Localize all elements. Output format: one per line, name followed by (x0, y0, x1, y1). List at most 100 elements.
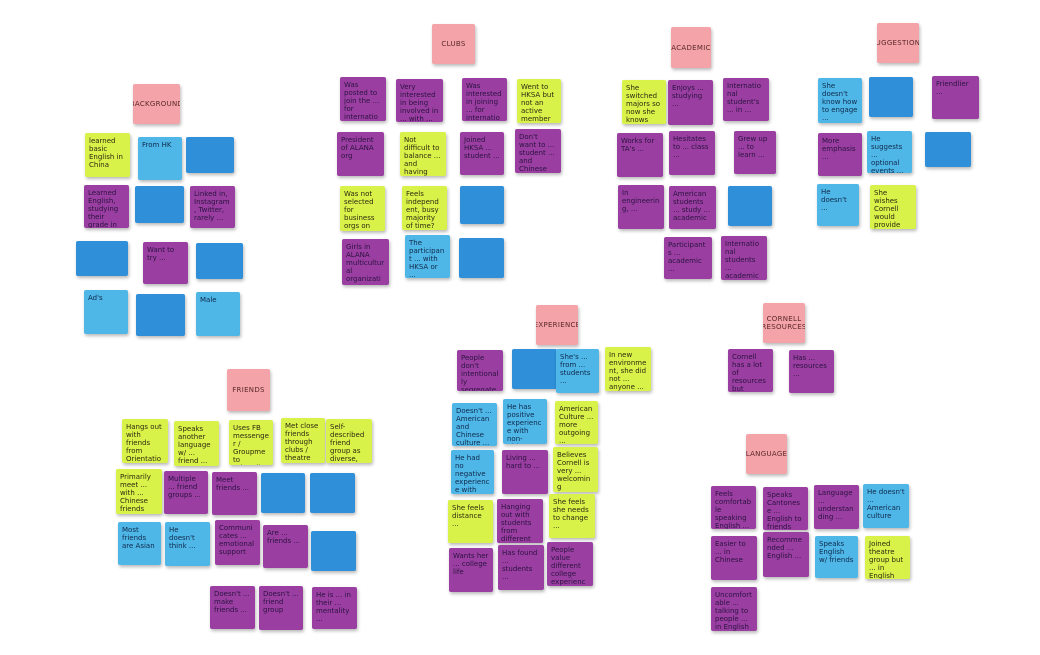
note-text: Doesn't ... American and Chinese culture… (456, 407, 492, 446)
sticky-note: Was posted to join the ... for internati… (340, 77, 386, 121)
sticky-note: Enjoys ... studying ... (668, 80, 713, 125)
sticky-note: He is ... in their ... mentality ... (312, 587, 357, 629)
sticky-note: Speaks Cantonese ... English to friends (763, 487, 808, 530)
sticky-note: Participants ... academic ... (664, 237, 712, 279)
sticky-note: Grew up ... to learn ... (734, 131, 776, 174)
sticky-note (196, 243, 243, 279)
note-text: Went to HKSA but not an active member (521, 83, 555, 123)
note-text: He doesn't ... (821, 188, 847, 212)
note-text: Hesitates to ... class ... (673, 135, 709, 159)
header-cornell-resources: CORNELL RESOURCES (763, 303, 805, 343)
header-label: LANGUAGE (746, 450, 787, 458)
note-text: Feels comfortable speaking English ... (715, 490, 752, 529)
note-text: Joined HKSA ... student ... (464, 136, 500, 160)
note-text: Joined theatre group but ... in English (869, 540, 904, 579)
sticky-note: Want to try ... (143, 242, 188, 284)
note-text: Speaks another language w/ ... friend ..… (178, 425, 211, 466)
note-text: People value different college experienc… (551, 546, 586, 586)
sticky-note: Very interested in being involved in ...… (396, 79, 443, 122)
note-text: American students ... study ... academic (673, 190, 711, 222)
sticky-note (76, 241, 128, 276)
note-text: He is ... in their ... mentality ... (316, 591, 351, 623)
note-text: In new environment, she did not ... anyo… (609, 351, 647, 391)
note-text: She feels distance ... (452, 504, 485, 528)
header-label: ACADEMIC (671, 43, 711, 52)
sticky-note: He had no negative experience with non-C… (451, 450, 494, 494)
note-text: Multiple ... friend groups ... (168, 475, 201, 499)
sticky-note (135, 186, 184, 223)
sticky-note (728, 186, 772, 226)
sticky-note: Don't want to ... student ... and Chines… (515, 129, 561, 173)
sticky-note: Language ... understanding ... (814, 485, 859, 529)
note-text: Don't want to ... student ... and Chines… (519, 133, 555, 173)
sticky-note (310, 473, 355, 513)
note-text: Most friends are Asian (122, 526, 155, 550)
header-background: BACKGROUND (133, 84, 180, 124)
sticky-note: She doesn't know how to engage ... (818, 78, 862, 123)
note-text: Cornell has a lot of resources but peopl… (732, 353, 766, 392)
sticky-note: American Culture ... more outgoing ... (555, 401, 598, 444)
sticky-note: Joined HKSA ... student ... (460, 132, 504, 175)
note-text: Doesn't ... friend group (263, 590, 299, 614)
sticky-note: She switched majors so now she knows les… (622, 80, 666, 124)
note-text: Uses FB messenger / Groupme to primarily… (233, 424, 269, 465)
note-text: Friendlier ... (936, 80, 969, 96)
sticky-note: People don't intentionally segregate (457, 350, 503, 391)
note-text: The participant ... with HKSA or ... (409, 239, 445, 278)
sticky-note: Met close friends through clubs / theatr… (281, 418, 325, 463)
header-academic: ACADEMIC (671, 27, 711, 68)
sticky-note: Are ... friends ... (263, 525, 308, 568)
sticky-note (869, 77, 913, 117)
header-label: FRIENDS (232, 386, 265, 394)
note-text: Was not selected for business orgs on ca… (344, 190, 375, 231)
note-text: He had no negative experience with non-C… (455, 454, 490, 494)
note-text: Not difficult to balance ... and having … (404, 136, 441, 176)
note-text: Male (200, 296, 217, 304)
header-label: BACKGROUND (133, 100, 180, 108)
sticky-note: Meet friends ... (212, 472, 257, 515)
sticky-note: Has found ... students ... (498, 545, 544, 590)
sticky-note: Not difficult to balance ... and having … (400, 132, 446, 176)
note-text: Girls in ALANA multicultural organizatio… (346, 243, 385, 285)
sticky-note: Most friends are Asian (118, 522, 161, 565)
sticky-note: Was not selected for business orgs on ca… (340, 186, 385, 231)
note-text: Speaks English w/ friends (819, 540, 854, 564)
note-text: American Culture ... more outgoing ... (559, 405, 594, 444)
sticky-note: Joined theatre group but ... in English (865, 536, 910, 579)
sticky-note (261, 473, 305, 513)
note-text: He doesn't think ... (169, 526, 196, 550)
sticky-note: Was interested in joining ... for intern… (462, 78, 507, 121)
note-text: He doesn't ... American culture (867, 488, 905, 520)
header-label: SUGGESTIONS (877, 39, 919, 47)
sticky-note: Multiple ... friend groups ... (164, 471, 208, 514)
note-text: Language ... understanding ... (818, 489, 854, 521)
note-text: Speaks Cantonese ... English to friends (767, 491, 802, 530)
sticky-note: He doesn't ... American culture (863, 484, 909, 528)
sticky-note: Has ... resources ... (789, 350, 834, 393)
sticky-note: More emphasis ... (818, 133, 862, 176)
sticky-note: Living ... hard to ... (502, 450, 548, 494)
note-text: Linked in, Instagram, Twitter, rarely ..… (194, 190, 230, 222)
sticky-note: Male (196, 292, 240, 336)
sticky-note (460, 186, 504, 224)
header-label: CLUBS (441, 40, 466, 48)
note-text: International students ... academic ... (725, 240, 760, 280)
sticky-note: She's ... from ... students ... (556, 349, 599, 393)
note-text: Are ... friends ... (267, 529, 301, 545)
sticky-note (311, 531, 356, 571)
note-text: She wishes Cornell would provide resourc… (874, 189, 901, 229)
note-text: Uncomfortable ... talking to people ... … (715, 591, 752, 631)
note-text: Has ... resources ... (793, 354, 827, 378)
note-text: Participants ... academic ... (668, 241, 706, 273)
sticky-note: Communicates ... emotional support (215, 520, 260, 565)
sticky-note: Feels comfortable speaking English ... (711, 486, 756, 529)
sticky-note: Doesn't ... make friends ... (210, 586, 255, 629)
note-text: President of ALANA org (341, 136, 374, 160)
sticky-note: American students ... study ... academic (669, 186, 716, 229)
note-text: Was interested in joining ... for intern… (466, 82, 502, 121)
note-text: Doesn't ... make friends ... (214, 590, 250, 614)
note-text: From HK (142, 141, 172, 149)
sticky-note: President of ALANA org (337, 132, 384, 176)
sticky-note: In engineering, ... (618, 185, 664, 229)
